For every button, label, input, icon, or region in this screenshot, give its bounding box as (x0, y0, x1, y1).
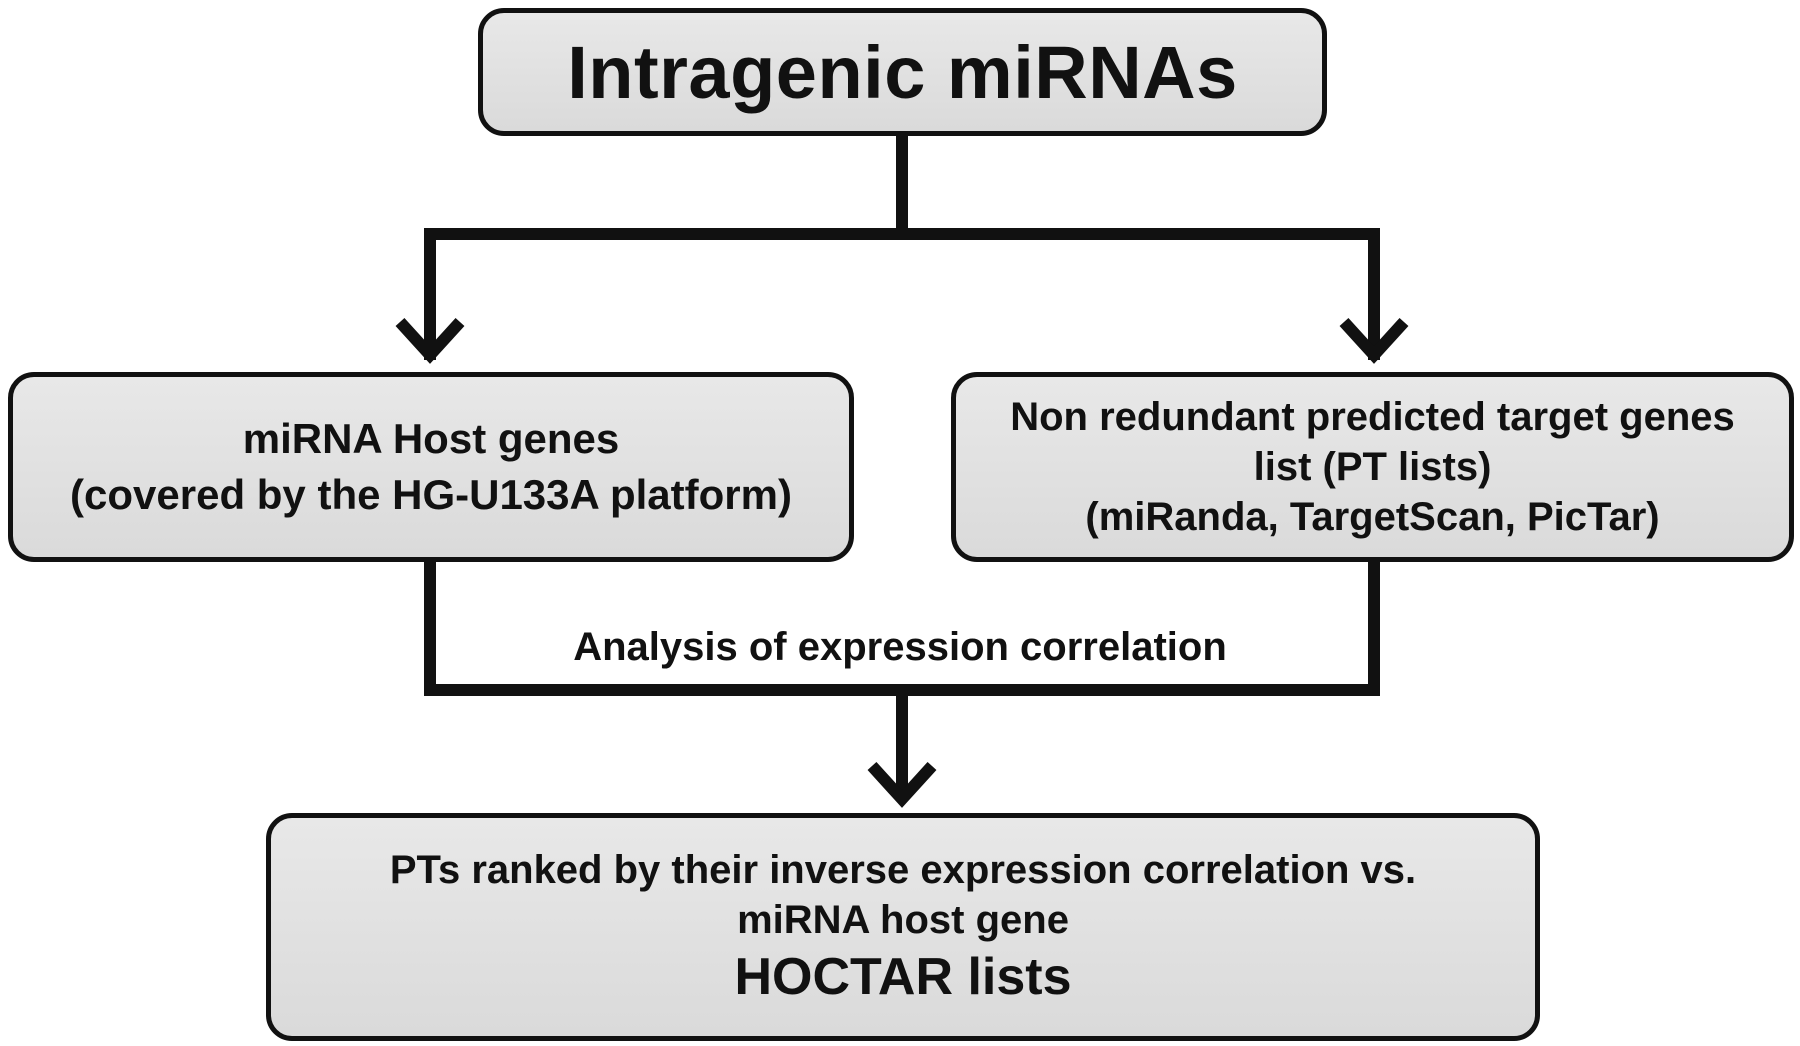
node-mirna-host-genes: miRNA Host genes (covered by the HG-U133… (8, 372, 854, 562)
node-label-line3: (miRanda, TargetScan, PicTar) (1085, 495, 1660, 539)
node-predicted-target-genes: Non redundant predicted target genes lis… (951, 372, 1794, 562)
node-intragenic-mirnas: Intragenic miRNAs (478, 8, 1327, 136)
node-title: Intragenic miRNAs (567, 30, 1238, 114)
arrowhead-bottom (867, 761, 937, 808)
node-hoctar-lists: PTs ranked by their inverse expression c… (266, 813, 1540, 1041)
node-label-line2: list (PT lists) (1253, 445, 1492, 489)
node-label-line2: (covered by the HG-U133A platform) (70, 471, 792, 518)
node-label-line1: miRNA Host genes (242, 415, 620, 462)
arrowhead-right (1339, 317, 1409, 364)
node-label-line2: miRNA host gene (737, 898, 1069, 942)
arrowhead-left (395, 317, 465, 364)
node-label-line1: Non redundant predicted target genes (1010, 395, 1735, 439)
node-label-line1: PTs ranked by their inverse expression c… (389, 848, 1417, 892)
edge-label-expression-correlation: Analysis of expression correlation (573, 625, 1227, 669)
node-label-line3: HOCTAR lists (734, 948, 1072, 1006)
